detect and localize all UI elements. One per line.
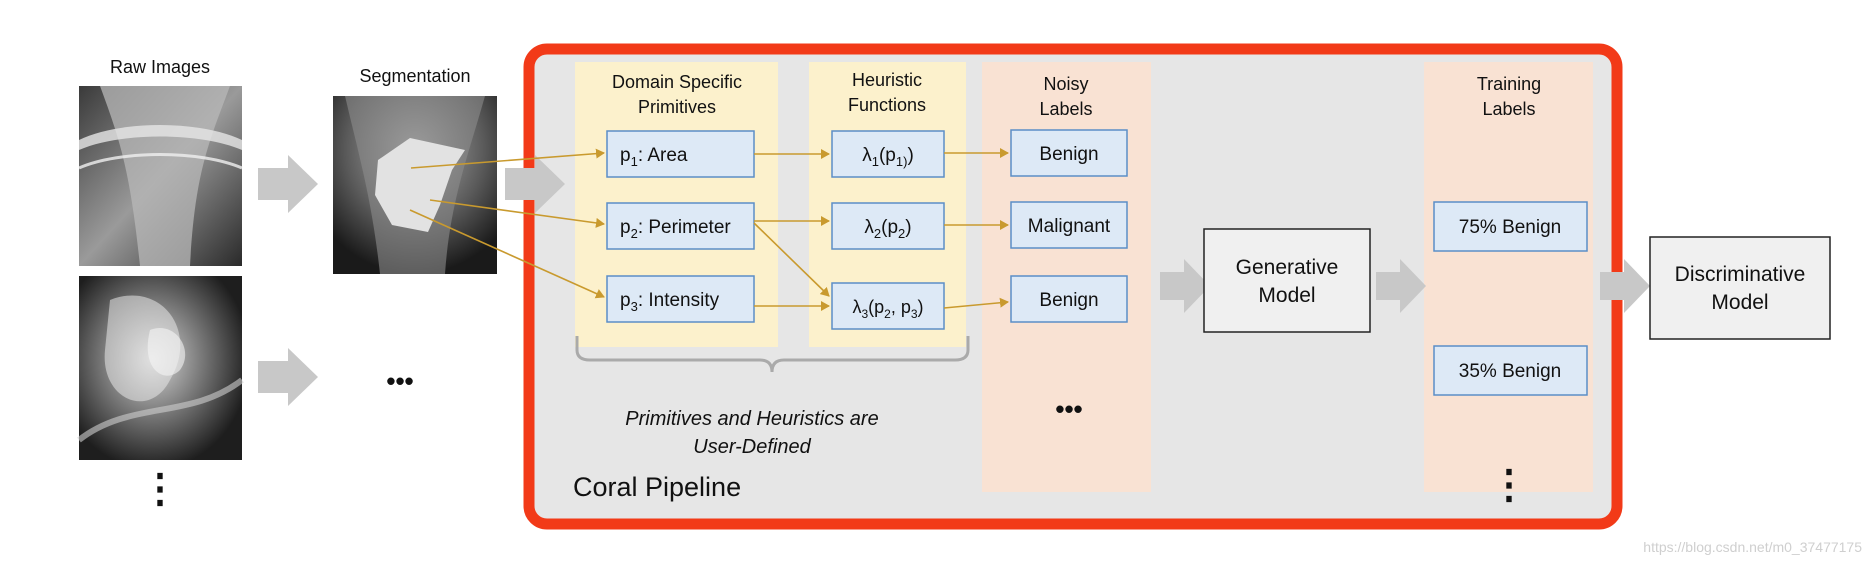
user-defined-note-line-1: Primitives and Heuristics are (625, 408, 878, 430)
heuristic-box-2: λ2(p2) (831, 202, 945, 250)
raw-image-knee-xray (78, 86, 243, 266)
svg-text:p1: Area: p1: Area (620, 145, 688, 169)
training-labels-title-line-2: Labels (1482, 99, 1535, 119)
discriminative-model-box: Discriminative Model (1649, 236, 1831, 340)
noisy-labels-title-line-2: Labels (1039, 99, 1092, 119)
primitive-box-intensity: p3: Intensity (606, 275, 755, 323)
svg-text:λ2(p2): λ2(p2) (864, 217, 911, 241)
segmentation-image (333, 96, 497, 274)
svg-text:p3: Intensity: p3: Intensity (620, 290, 720, 314)
arrow-h3-to-noisy3 (943, 297, 1009, 309)
gold-connector-arrows (409, 148, 1009, 311)
coral-pipeline-title: Coral Pipeline (573, 472, 741, 502)
primitive-box-perimeter: p2: Perimeter (606, 202, 755, 250)
raw-images-vertical-ellipsis: ⋮ (140, 467, 180, 511)
svg-text:Discriminative: Discriminative (1675, 263, 1806, 286)
svg-text:Generative: Generative (1236, 256, 1339, 279)
noisy-label-box-2: Malignant (1010, 201, 1128, 249)
heuristics-title-line-2: Functions (848, 95, 926, 115)
heuristics-title-line-1: Heuristic (852, 70, 922, 90)
training-label-box-2: 35% Benign (1433, 345, 1588, 396)
raw-image-tumor-xray (77, 276, 244, 460)
heuristic-box-3: λ3(p2, p3) (831, 282, 945, 330)
watermark-text: https://blog.csdn.net/m0_37477175 (1643, 539, 1862, 555)
segmentation-ellipsis: ••• (386, 366, 413, 396)
block-arrow-raw-to-seg-2 (258, 348, 318, 406)
arrow-seg-to-perimeter (429, 199, 605, 228)
raw-images-label: Raw Images (110, 57, 210, 77)
block-arrow-seg-to-pipeline (505, 155, 565, 213)
user-defined-brace (575, 336, 970, 373)
training-label-box-1: 75% Benign (1433, 201, 1588, 252)
noisy-label-box-1: Benign (1010, 129, 1128, 177)
block-arrow-raw-to-seg-1 (258, 155, 318, 213)
arrow-seg-to-area (410, 148, 605, 169)
svg-text:Model: Model (1711, 291, 1768, 314)
heuristic-box-1: λ1(p1)) (831, 130, 945, 178)
arrow-perimeter-to-h3 (753, 222, 830, 297)
training-labels-vertical-ellipsis: ⋮ (1489, 463, 1529, 507)
svg-text:λ3(p2, p3): λ3(p2, p3) (852, 297, 923, 321)
svg-text:Benign: Benign (1039, 290, 1098, 311)
noisy-label-box-3: Benign (1010, 275, 1128, 323)
segmentation-mask (375, 138, 465, 232)
block-arrow-generative-to-training (1376, 259, 1426, 313)
svg-text:λ1(p1)): λ1(p1)) (862, 145, 914, 169)
primitive-box-area: p1: Area (606, 130, 755, 178)
svg-text:Malignant: Malignant (1028, 216, 1111, 237)
primitives-title-line-1: Domain Specific (612, 72, 742, 92)
user-defined-note-line-2: User-Defined (693, 436, 811, 458)
svg-text:35% Benign: 35% Benign (1459, 361, 1561, 382)
noisy-labels-title-line-1: Noisy (1043, 74, 1088, 94)
training-labels-column-bg (1424, 62, 1593, 492)
svg-text:Model: Model (1258, 284, 1315, 307)
svg-text:p2: Perimeter: p2: Perimeter (620, 217, 731, 241)
svg-text:75% Benign: 75% Benign (1459, 217, 1561, 238)
svg-text:Benign: Benign (1039, 144, 1098, 165)
training-labels-title-line-1: Training (1477, 74, 1541, 94)
noisy-labels-ellipsis: ••• (1055, 394, 1082, 424)
block-arrow-noisy-to-generative (1160, 259, 1210, 313)
generative-model-box: Generative Model (1203, 228, 1371, 333)
primitives-title-line-2: Primitives (638, 97, 716, 117)
block-arrow-pipeline-to-discriminative (1600, 259, 1650, 313)
segmentation-label: Segmentation (359, 66, 470, 86)
arrow-seg-to-intensity (409, 209, 605, 299)
